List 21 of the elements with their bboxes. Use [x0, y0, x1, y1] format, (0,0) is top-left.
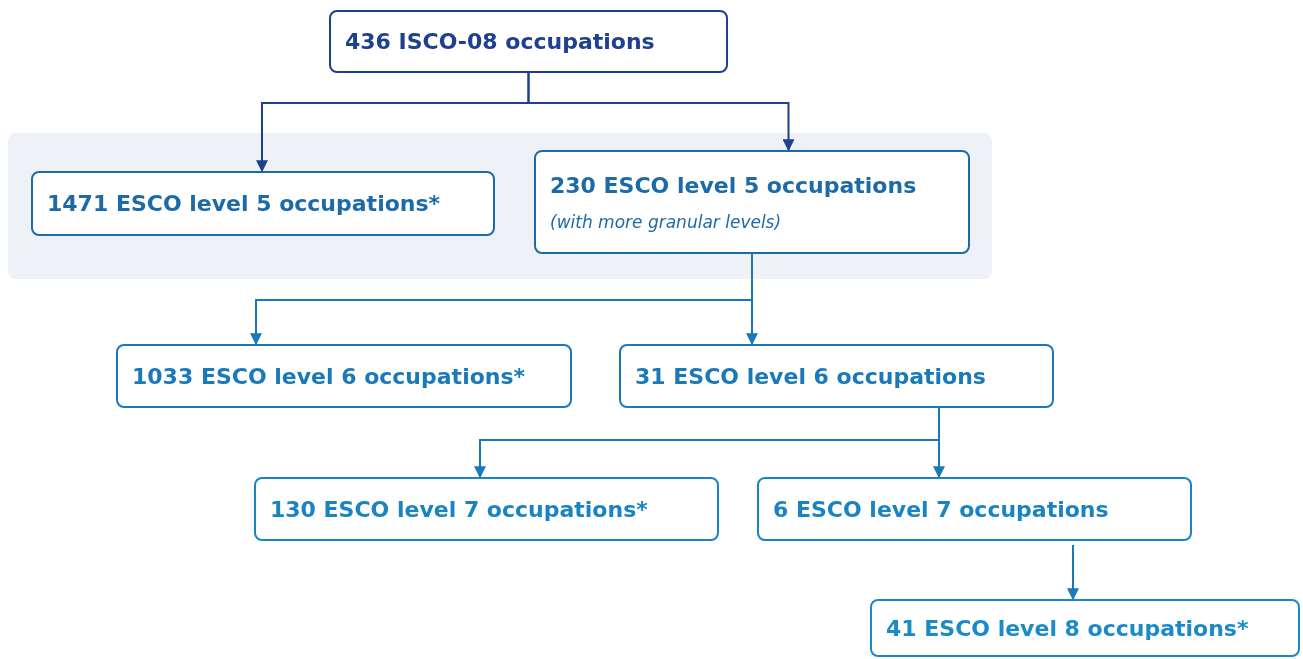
box-label: 230 ESCO level 5 occupations: [550, 172, 918, 198]
box-label: 41 ESCO level 8 occupations*: [886, 615, 1250, 641]
arrow: [1067, 544, 1079, 601]
arrow: [527, 72, 795, 152]
arrow: [933, 407, 945, 479]
box-label: 1033 ESCO level 6 occupations*: [132, 363, 527, 389]
box-label: 31 ESCO level 6 occupations: [635, 363, 987, 389]
occupation-box: [870, 599, 1300, 657]
box-label: 1471 ESCO level 5 occupations*: [47, 191, 442, 216]
note-text: (with more granular levels): [550, 211, 783, 232]
group-panel: [8, 133, 992, 279]
box-label: 436 ISCO-08 occupations: [345, 29, 656, 54]
occupation-box: [619, 344, 1054, 408]
occupation-box: [329, 10, 728, 73]
occupation-box: [254, 477, 719, 541]
occupation-box: [534, 150, 970, 254]
occupation-box: [757, 477, 1192, 541]
box-label: 130 ESCO level 7 occupations*: [270, 496, 649, 522]
occupation-box: [31, 171, 495, 236]
occupation-box: [116, 344, 572, 408]
box-label: 6 ESCO level 7 occupations: [773, 496, 1110, 522]
